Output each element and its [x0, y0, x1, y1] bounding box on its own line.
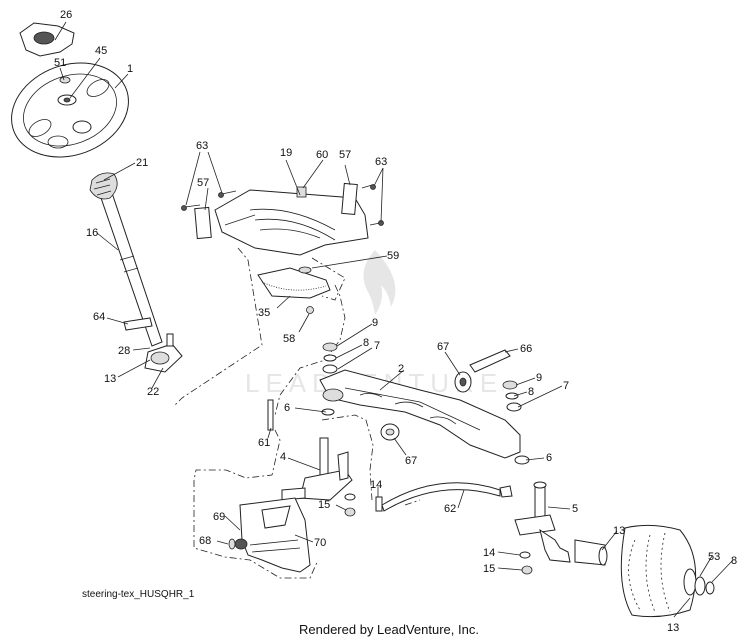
assembly-dash-lines: [174, 247, 421, 579]
callout-6-left: 6: [284, 402, 290, 414]
callout-14-left: 14: [370, 479, 382, 491]
callout-69: 69: [213, 511, 225, 523]
callout-15-left: 15: [318, 499, 330, 511]
footer-credit: Rendered by LeadVenture, Inc.: [299, 622, 479, 637]
callout-62: 62: [444, 503, 456, 515]
pivot-bolt-spacer: [454, 349, 511, 393]
callout-63-left: 63: [196, 140, 208, 152]
bushings-left: [321, 342, 338, 416]
callout-15-right: 15: [483, 563, 495, 575]
front-wheel: [574, 524, 715, 618]
callout-57-left: 57: [197, 177, 209, 189]
callout-8-right: 8: [528, 386, 534, 398]
callout-7-right: 7: [563, 380, 569, 392]
callout-7-left: 7: [374, 340, 380, 352]
callout-53: 53: [708, 551, 720, 563]
callout-67-bottom: 67: [405, 455, 417, 467]
callout-1: 1: [127, 63, 133, 75]
callout-9-left: 9: [372, 317, 378, 329]
nut-washer-right: [519, 551, 533, 575]
nut-washer-left: [344, 493, 383, 517]
callout-51: 51: [54, 57, 66, 69]
front-axle: [319, 369, 521, 459]
diagram-reference-code: steering-tex_HUSQHR_1: [82, 589, 195, 600]
callout-22: 22: [147, 386, 159, 398]
callout-9-right: 9: [536, 372, 542, 384]
center-bushing: [380, 423, 400, 441]
spindle-right: [514, 481, 571, 563]
callout-14-right: 14: [483, 547, 495, 559]
callout-64: 64: [93, 311, 105, 323]
callout-59: 59: [387, 250, 399, 262]
steering-wheel-cap: [19, 22, 75, 57]
callout-13-hub: 13: [613, 525, 625, 537]
callout-60: 60: [316, 149, 328, 161]
bushings-right: [502, 380, 530, 465]
callout-5: 5: [572, 503, 578, 515]
leader-lines: [54, 21, 734, 618]
callout-67-top: 67: [437, 341, 449, 353]
steering-column: [89, 172, 163, 347]
callout-57-right: 57: [339, 149, 351, 161]
callout-28: 28: [118, 345, 130, 357]
callout-8-wheel: 8: [731, 555, 737, 567]
callout-13-column: 13: [104, 373, 116, 385]
steering-wheel: [11, 62, 129, 158]
bracket-right: [341, 182, 358, 216]
callout-68: 68: [199, 535, 211, 547]
steering-column-base: [123, 317, 183, 373]
callout-61: 61: [258, 437, 270, 449]
callout-70: 70: [314, 537, 326, 549]
callout-6-right: 6: [546, 452, 552, 464]
bolts-top: [181, 184, 384, 226]
nut-washer-stack: [57, 76, 77, 106]
callout-66: 66: [520, 343, 532, 355]
bracket-left: [194, 206, 212, 240]
callout-21: 21: [136, 157, 148, 169]
callout-45: 45: [95, 45, 107, 57]
tie-rod: [381, 482, 513, 512]
callout-8-left: 8: [363, 337, 369, 349]
callout-2: 2: [398, 363, 404, 375]
callout-4: 4: [280, 451, 286, 463]
drag-link-rod: [267, 399, 274, 431]
callout-labels: 26 45 51 1 21 16 64 28 13 22 63 57 19 60…: [54, 9, 737, 634]
callout-16: 16: [86, 227, 98, 239]
callout-13-wheel: 13: [667, 622, 679, 634]
sector-gear: [257, 266, 331, 314]
axle-shield: [228, 497, 311, 573]
callout-35: 35: [258, 307, 270, 319]
callout-26: 26: [60, 9, 72, 21]
callout-19: 19: [280, 147, 292, 159]
callout-63-right: 63: [375, 156, 387, 168]
spindle-left: [281, 437, 353, 501]
callout-58: 58: [283, 333, 295, 345]
